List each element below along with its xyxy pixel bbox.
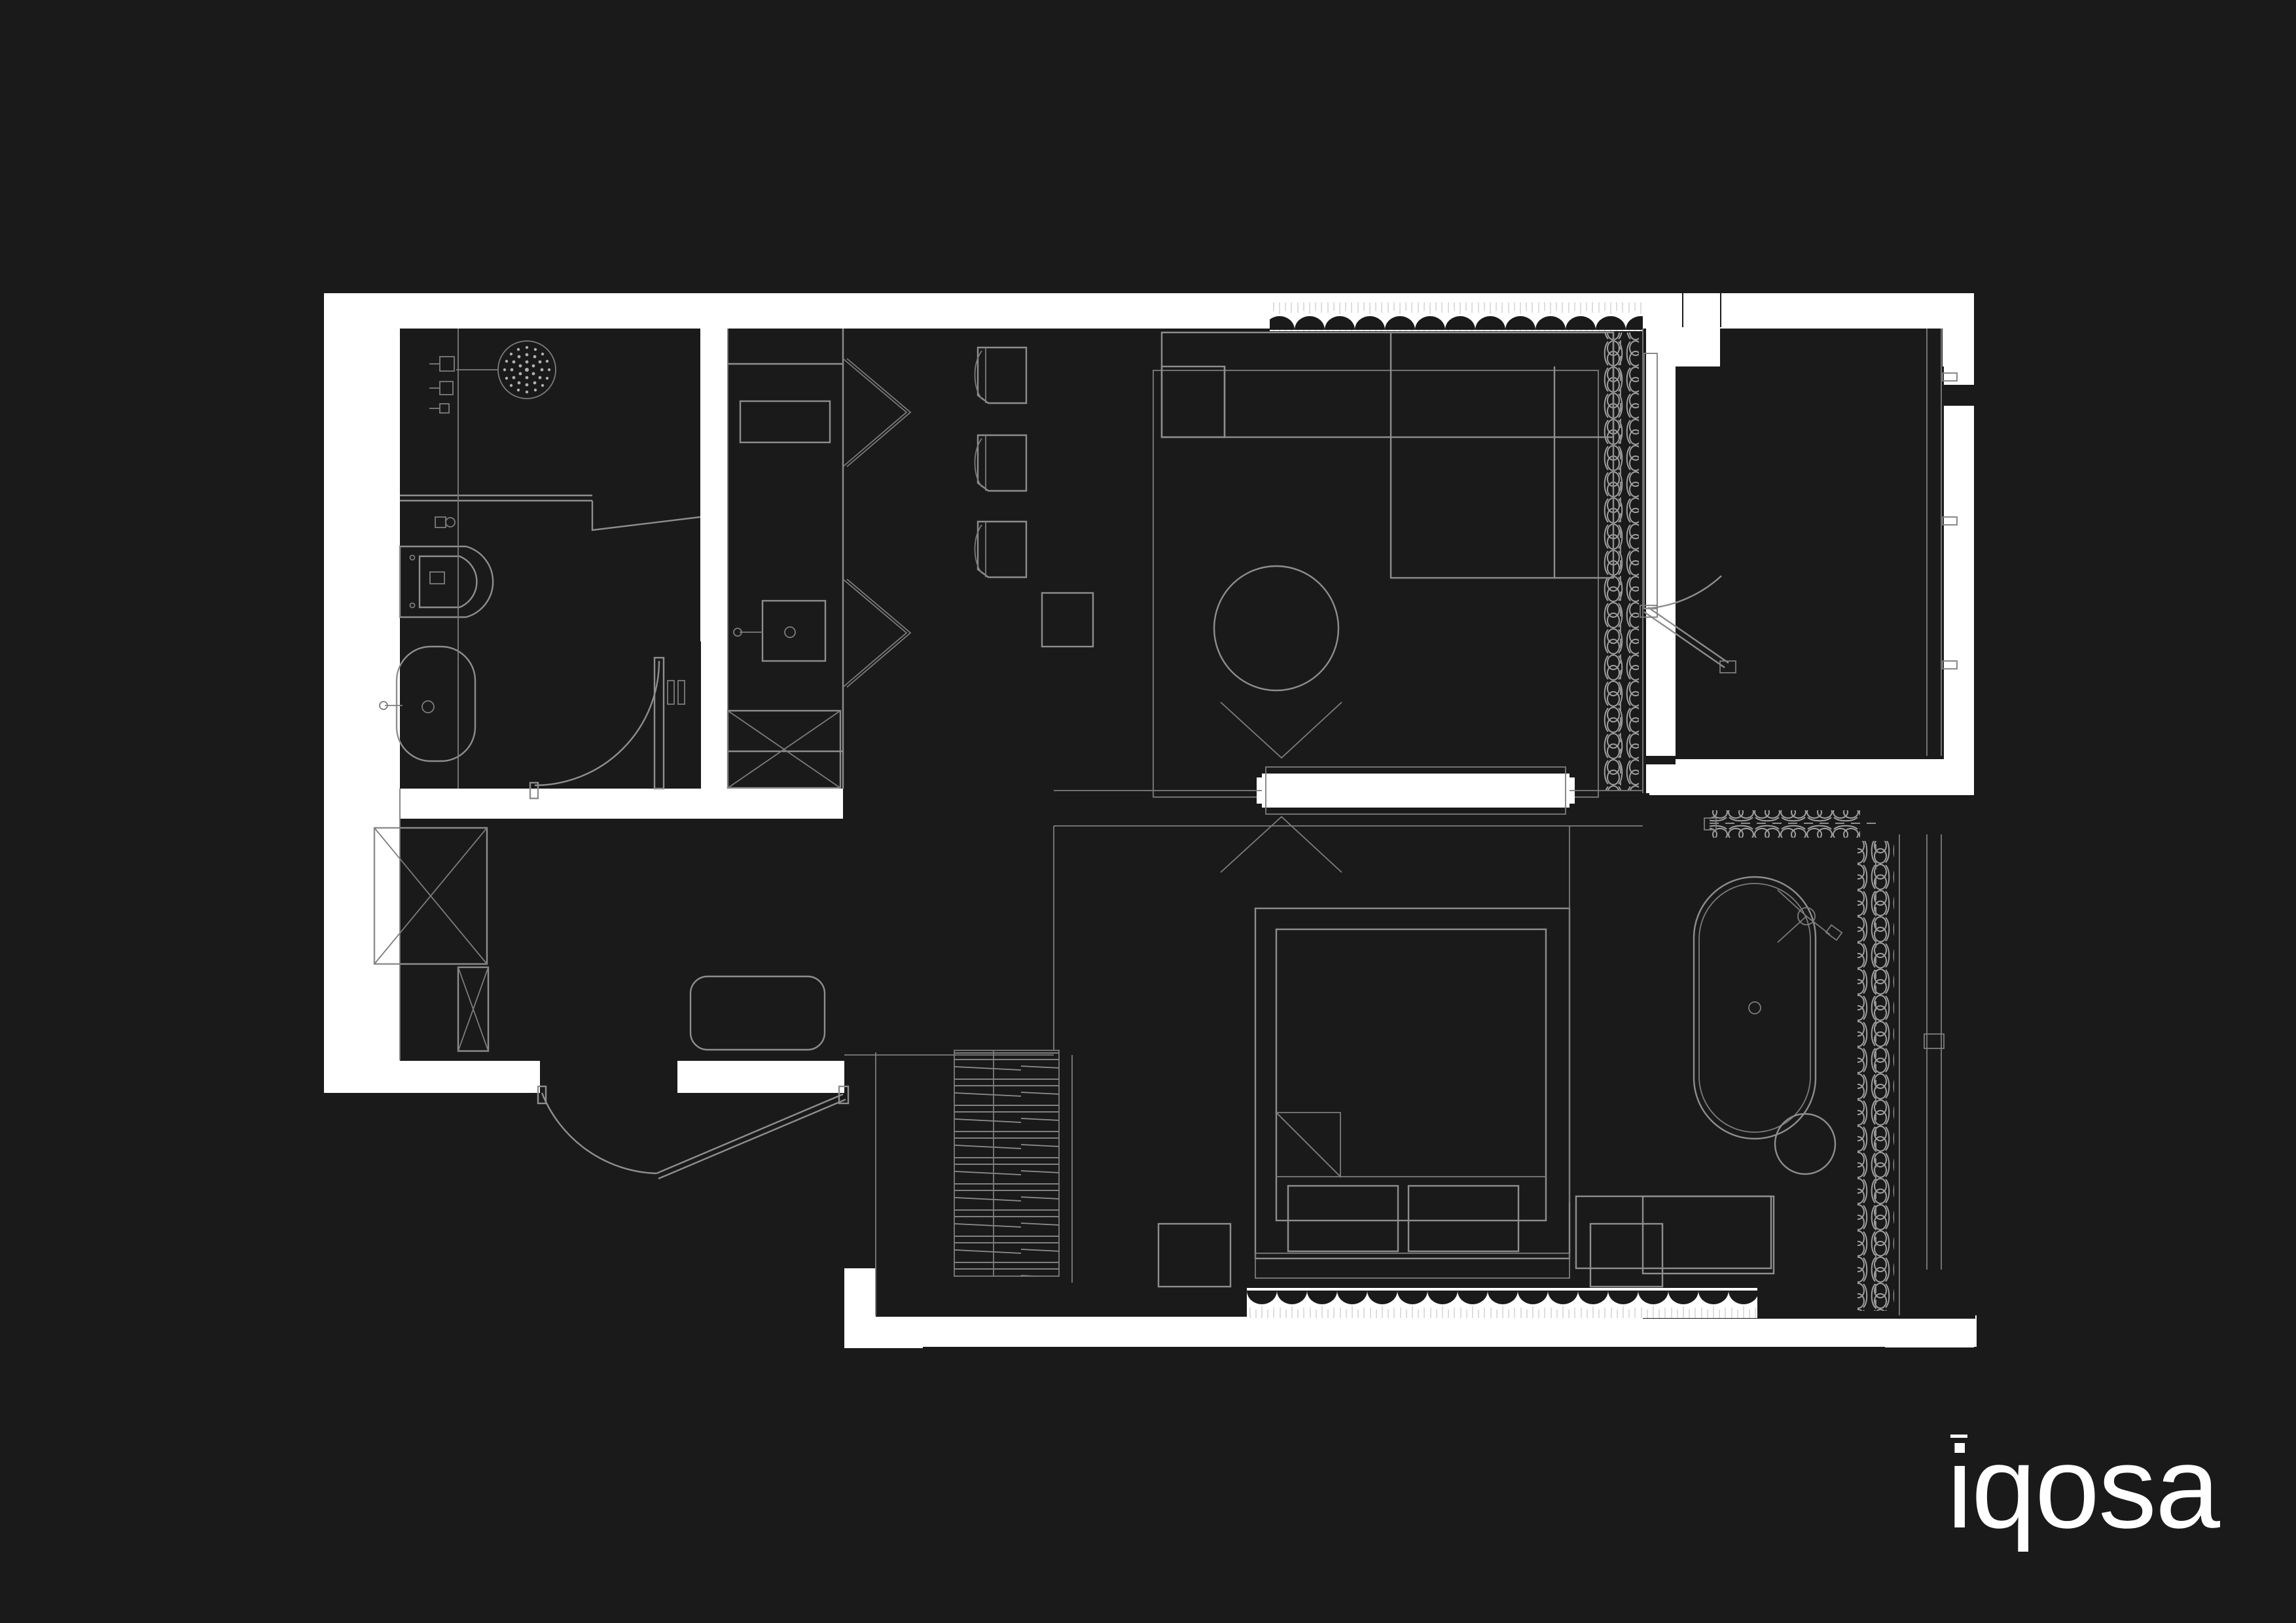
glazing-north-right (1721, 293, 1941, 329)
entry-bench-icon (689, 975, 826, 1051)
ensuite-cabinet (1641, 1195, 1775, 1275)
railing-joint (1924, 1033, 1945, 1049)
terrace-lower-elements (1899, 834, 1945, 1315)
wall-west-inner (367, 293, 400, 1093)
floor-ensuite (1643, 795, 1975, 1319)
side-table-icon (1041, 592, 1094, 648)
bath-door (529, 656, 665, 800)
wall-ne-return (1643, 293, 1676, 334)
floor-bedroom-link (1054, 785, 1643, 1060)
wardrobe-slats-icon (954, 1050, 1059, 1276)
drape-ensuite-north (1710, 810, 1860, 838)
closet-a (373, 827, 488, 965)
floor-kitchen (728, 329, 843, 789)
bar-stool-2 (974, 434, 1028, 492)
closet-b (457, 966, 490, 1052)
logo-letter-i: i (1946, 1422, 1973, 1552)
wall-ne-return-2 (1683, 293, 1720, 334)
coffee-table-icon (1213, 565, 1340, 692)
bar-stool-1 (974, 346, 1028, 404)
nightstand-right-icon (1589, 1222, 1664, 1288)
railing-post (1942, 372, 1958, 382)
wall-segments (324, 293, 1977, 1348)
wall-bath-kitchen-2 (699, 293, 728, 804)
wall-e-top (1941, 293, 1974, 385)
wall-entry-south-left (677, 1060, 854, 1093)
bar-stools (974, 346, 1094, 648)
floor-hall-door-gap (540, 1060, 677, 1094)
railing-post (1942, 660, 1958, 669)
wall-entry-north (324, 1060, 540, 1093)
north-glazing (1270, 293, 1941, 331)
tv-partition (1257, 766, 1575, 815)
shower-controls-icon (429, 356, 455, 414)
curtain-track-end (1704, 817, 1717, 830)
wall-west-jog (367, 641, 400, 687)
living-room-furniture (1054, 331, 1643, 873)
wall-south (844, 1315, 1977, 1347)
bed-mattress (1275, 928, 1547, 1222)
bed-headboard (1255, 1253, 1570, 1279)
sofa-chaise (1390, 331, 1615, 579)
pillow-left (1287, 1185, 1399, 1253)
bedroom-furniture (954, 826, 1772, 1288)
drape-ensuite-east (1857, 841, 1894, 1311)
rain-shower-icon (456, 340, 556, 399)
pillow-right (1407, 1185, 1520, 1253)
nightstand-left-icon (1157, 1222, 1232, 1288)
hallway-furniture (373, 826, 1054, 1180)
tv-sightline-upper (1220, 702, 1342, 759)
kitchen-fixtures (726, 329, 912, 789)
door-hardware-icon (667, 680, 685, 705)
wall-west-2 (324, 293, 358, 1093)
drape-south (1247, 1291, 1757, 1318)
bath-stool-icon (1774, 1113, 1837, 1175)
east-drapery (1602, 332, 1894, 1311)
floor-terrace-upper-2 (1676, 366, 1944, 759)
wall-bath-south (367, 789, 701, 819)
terrace-door (1640, 353, 1736, 673)
tub-faucet-icon (1777, 889, 1843, 943)
wall-mid-east (1676, 756, 1974, 795)
brand-logo: iqosa (1946, 1422, 2220, 1552)
railing-post (1942, 516, 1958, 526)
bar-stool-3 (974, 520, 1028, 579)
cooktop-icon (739, 400, 831, 444)
south-glazing (1247, 1288, 1757, 1318)
terrace-upper-elements (1640, 329, 1958, 756)
toilet-icon (399, 545, 494, 618)
tv-sightline-lower (1220, 815, 1342, 873)
bathtub-left-icon (379, 645, 476, 762)
kitchen-sink-icon (733, 599, 827, 662)
drape-north (1270, 302, 1643, 331)
floor-bath-tub-area (400, 641, 701, 789)
freestanding-tub-icon (1693, 876, 1817, 1140)
wall-kitchen-south (699, 789, 843, 819)
ensuite-fixtures (1641, 876, 1843, 1275)
wall-control-icon (435, 516, 456, 528)
entry-door (537, 1085, 850, 1180)
detail-lines (399, 329, 1643, 1315)
master-bathroom-fixtures (379, 340, 701, 800)
pocket-door-markers (842, 358, 912, 688)
logo-rest: qosa (1971, 1422, 2220, 1552)
